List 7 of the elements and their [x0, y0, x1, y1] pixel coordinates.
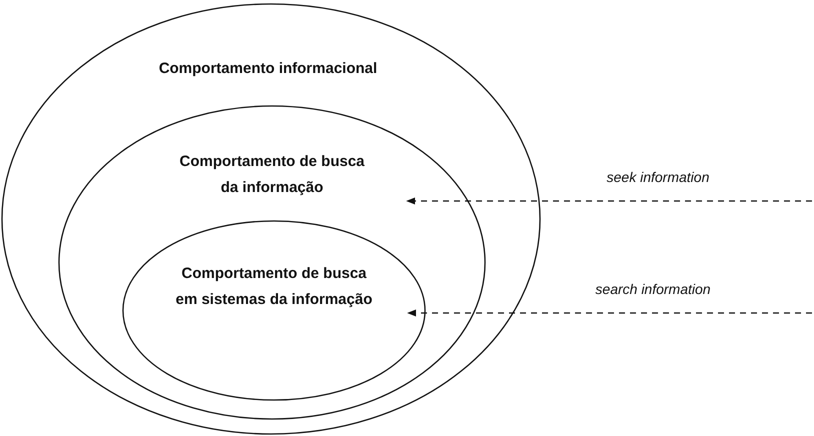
ellipse-label: Comportamento de busca da informação [178, 152, 366, 198]
dashed-arrow [406, 197, 812, 205]
edge-label: seek information [606, 169, 710, 185]
ellipse-label: Comportamento informacional [158, 59, 378, 79]
dashed-arrow [407, 309, 812, 317]
ellipse-label: Comportamento de busca em sistemas da informação [174, 264, 374, 310]
edge-label: search information [595, 281, 711, 297]
